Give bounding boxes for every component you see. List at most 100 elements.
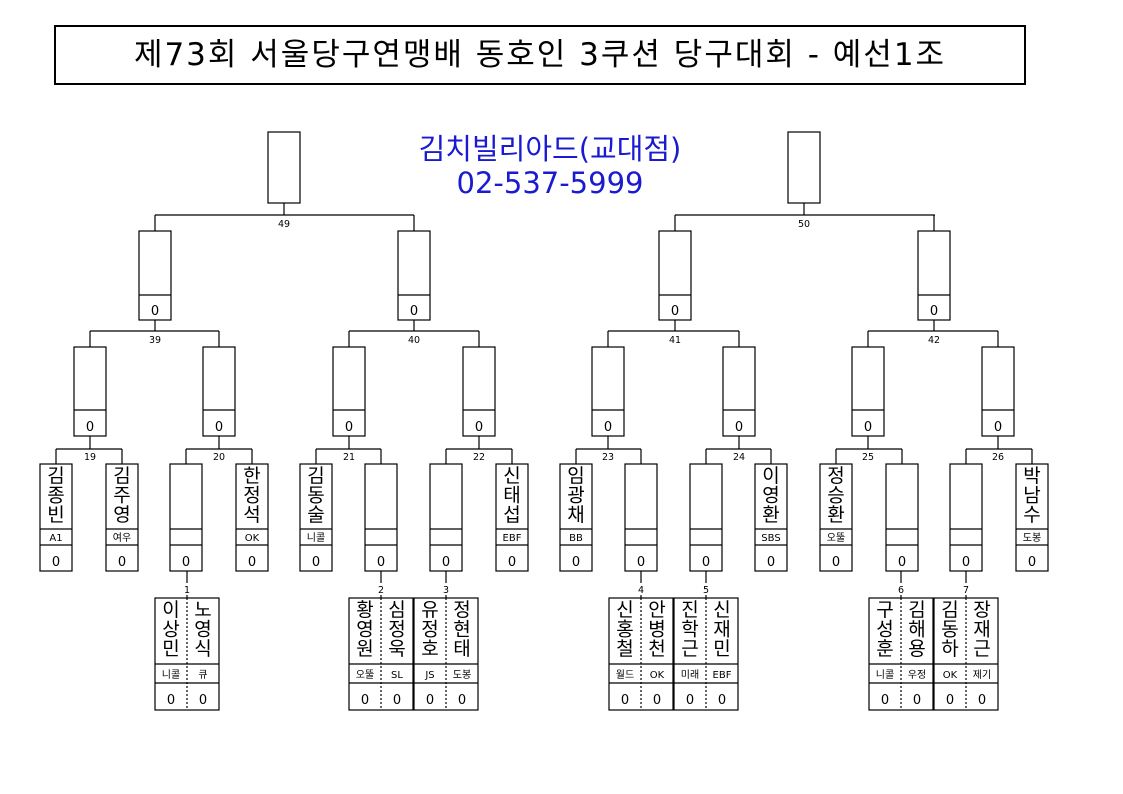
player-name: 근 [681, 638, 698, 660]
player-name: 석 [243, 504, 260, 526]
player-name: 민 [162, 638, 179, 660]
player-slot [429, 463, 463, 572]
player-name: 노 [194, 599, 211, 621]
match-number-bg [633, 583, 649, 595]
round-slot [202, 346, 236, 437]
score-mark: 0 [312, 555, 320, 570]
score-mark: 0 [930, 304, 938, 319]
round-slot [591, 346, 625, 437]
match-number: 20 [213, 452, 225, 463]
club-label: OK [943, 670, 958, 681]
match-number: 3 [443, 585, 449, 596]
player-name: 홍 [616, 619, 633, 641]
player-name: 안 [648, 599, 665, 621]
player-name: 천 [648, 638, 665, 660]
score-mark: 0 [735, 420, 743, 435]
final-slot [787, 131, 821, 204]
player-name: 훈 [876, 638, 893, 660]
match-number: 21 [343, 452, 355, 463]
player-name: 학 [681, 619, 698, 641]
match-number-bg [958, 583, 974, 595]
club-label: SBS [761, 533, 780, 544]
score-mark: 0 [832, 555, 840, 570]
player-name: 장 [973, 599, 990, 621]
player-name: 식 [194, 638, 211, 660]
round-slot [981, 346, 1015, 437]
player-slot [949, 463, 983, 572]
score-mark: 0 [671, 304, 679, 319]
player-slot [624, 463, 658, 572]
score-mark: 0 [442, 555, 450, 570]
round-slot [397, 230, 431, 321]
player-name: 동 [941, 619, 958, 641]
player-name: 심 [388, 599, 405, 621]
club-label: 오뚤 [356, 669, 374, 681]
player-name: 민 [713, 638, 730, 660]
club-label: SL [391, 670, 403, 681]
player-name: 재 [973, 619, 990, 641]
player-name: 현 [453, 619, 470, 641]
player-name: 정 [388, 619, 405, 641]
club-label: EBF [713, 670, 732, 681]
club-label: 오뚤 [827, 532, 845, 544]
player-name: 이 [762, 465, 779, 487]
club-label: 니콜 [307, 532, 325, 544]
club-label: 제기 [973, 669, 991, 681]
club-label: OK [245, 533, 260, 544]
venue-phone: 02-537-5999 [456, 166, 644, 200]
round-slot [138, 230, 172, 321]
player-name: 임 [567, 465, 584, 487]
score-mark: 0 [702, 555, 710, 570]
match-number: 19 [84, 452, 96, 463]
player-name: 주 [113, 485, 130, 507]
player-name: 하 [941, 638, 958, 660]
player-name: 정 [243, 485, 260, 507]
score-mark: 0 [118, 555, 126, 570]
player-name: 영 [356, 619, 373, 641]
player-name: 태 [503, 485, 520, 507]
player-name: 김 [908, 599, 925, 621]
score-mark: 0 [377, 555, 385, 570]
club-label: EBF [503, 533, 522, 544]
match-number: 50 [798, 219, 810, 230]
score-mark: 0 [864, 420, 872, 435]
player-slot [495, 463, 529, 572]
player-slot [885, 463, 919, 572]
club-label: 여우 [113, 532, 131, 544]
player-slot [559, 463, 593, 572]
match-number: 2 [378, 585, 384, 596]
match-number: 5 [703, 585, 709, 596]
score-mark: 0 [718, 693, 726, 708]
player-name: 태 [453, 638, 470, 660]
player-name: 빈 [47, 504, 64, 526]
player-name: 환 [827, 504, 844, 526]
score-mark: 0 [361, 693, 369, 708]
score-mark: 0 [913, 693, 921, 708]
score-mark: 0 [604, 420, 612, 435]
player-name: 철 [616, 638, 633, 660]
player-slot [754, 463, 788, 572]
player-slot [299, 463, 333, 572]
player-name: 영 [113, 504, 130, 526]
player-name: 신 [503, 465, 520, 487]
score-mark: 0 [962, 555, 970, 570]
score-mark: 0 [653, 693, 661, 708]
match-number-bg [179, 583, 195, 595]
player-slot [235, 463, 269, 572]
player-name: 환 [762, 504, 779, 526]
match-number: 25 [862, 452, 874, 463]
club-label: OK [650, 670, 665, 681]
player-name: 성 [876, 619, 893, 641]
player-name: 영 [762, 485, 779, 507]
match-number: 22 [473, 452, 485, 463]
match-number-bg [373, 583, 389, 595]
player-name: 용 [908, 638, 925, 660]
score-mark: 0 [994, 420, 1002, 435]
score-mark: 0 [86, 420, 94, 435]
round-slot [462, 346, 496, 437]
player-name: 종 [47, 485, 64, 507]
match-number: 7 [963, 585, 969, 596]
club-label: BB [569, 533, 583, 544]
player-name: 병 [648, 619, 665, 641]
player-name: 김 [47, 465, 64, 487]
